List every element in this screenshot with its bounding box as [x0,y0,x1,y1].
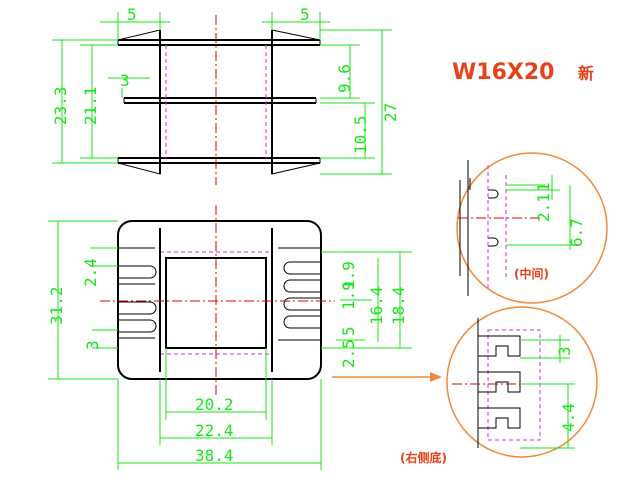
detail-right: 3 4.4 (右侧底) [400,306,598,465]
dim-2-4: 2.4 [81,258,100,287]
dim-23-3: 23.3 [51,86,70,125]
dim-2-5: 2.5 [339,339,358,368]
dim-5-front: 5 [339,326,358,336]
detail-dim-3: 3 [555,346,574,356]
model-title: W16X20 [452,60,554,85]
dim-3-front: 3 [83,340,102,350]
dim-16-4: 16.4 [367,286,386,325]
front-view: 31.2 2.4 3 1.9 16.4 18.4 5 1.9 2.5 20.2 … [47,205,412,470]
dim-38-4: 38.4 [195,446,234,465]
detail-dim-6-7: 6.7 [567,218,586,247]
top-view: 5 5 3 23.3 21.1 9.6 27 10.5 [51,5,400,185]
dim-1-9b: 1.9 [339,281,358,310]
dim-21-1: 21.1 [81,86,100,125]
dim-5-left: 5 [127,5,137,24]
detail-right-label: (右侧底) [400,450,447,465]
dim-20-2: 20.2 [195,395,234,414]
dim-27: 27 [381,103,400,122]
dim-10-5: 10.5 [351,115,370,154]
detail-dim-4-4: 4.4 [559,403,578,432]
detail-arrow [332,372,442,382]
detail-dim-2-1: 2.1 [534,193,553,222]
model-suffix: 新 [578,64,594,83]
detail-middle-label: (中间) [514,266,549,281]
dim-18-4: 18.4 [389,286,408,325]
detail-dim-1: 1 [534,182,553,192]
dim-3: 3 [120,71,130,90]
detail-middle: 1 2.1 6.7 (中间) [456,152,608,304]
dim-31-2: 31.2 [47,286,66,325]
dim-1-9: 1.9 [339,261,358,290]
dim-22-4: 22.4 [195,421,234,440]
dim-9-6: 9.6 [335,64,354,93]
dim-5-right: 5 [300,5,310,24]
